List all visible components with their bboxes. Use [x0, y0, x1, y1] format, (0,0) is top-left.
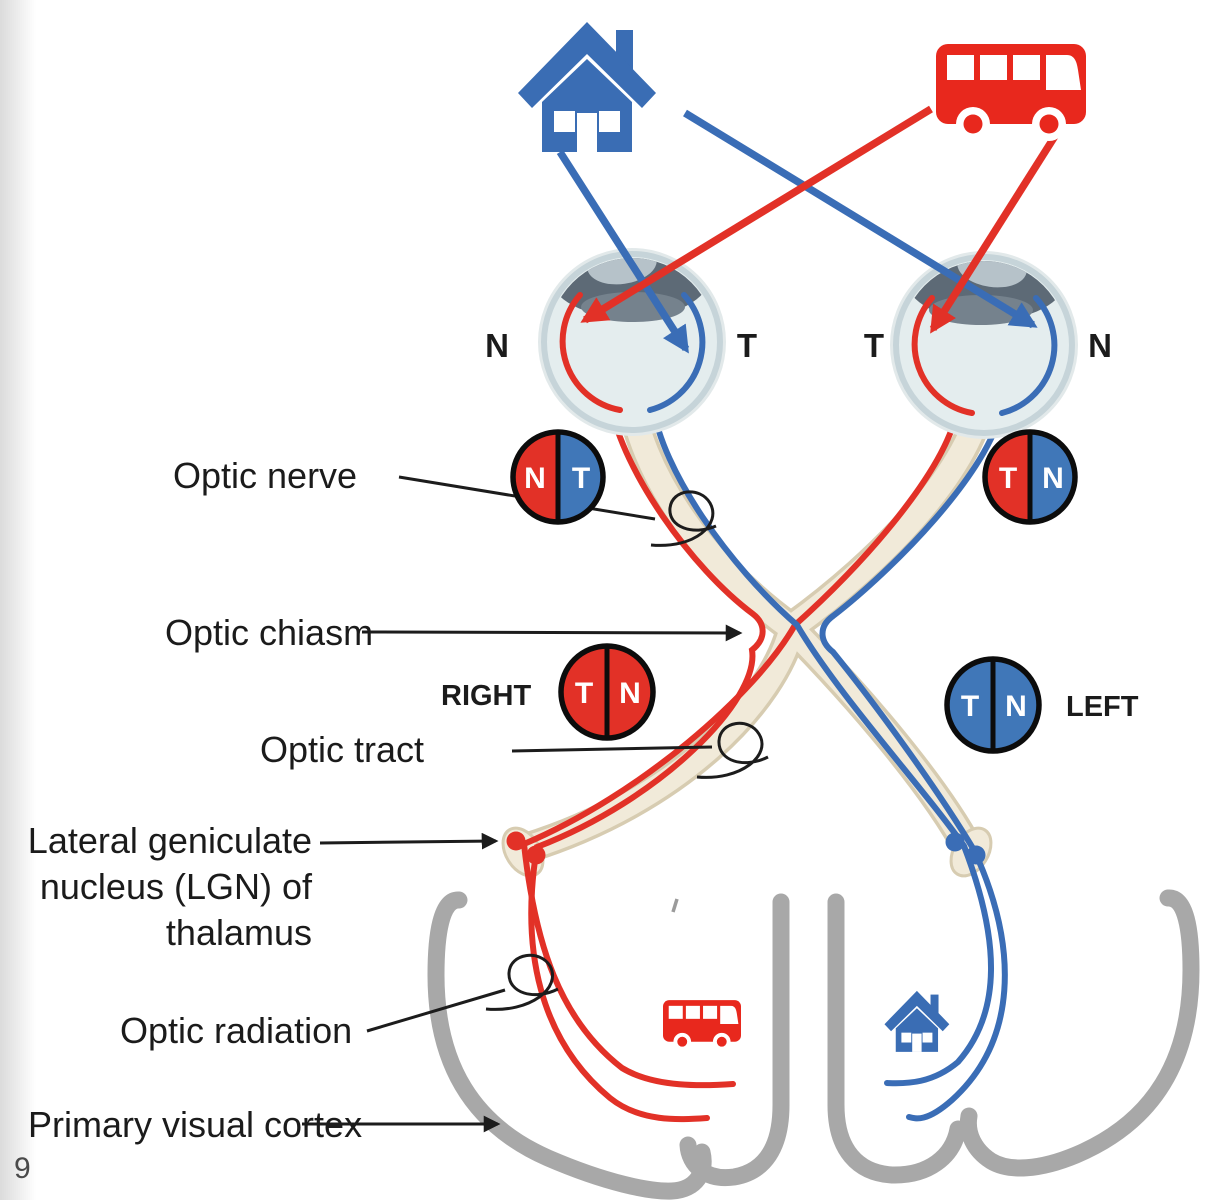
lgn-dots: [506, 831, 986, 865]
bus-to-left-eye-arrow: [580, 105, 933, 324]
optic-radiation-loop: [485, 953, 559, 1011]
label-optic-nerve: Optic nerve: [173, 455, 357, 496]
right-eye-temporal-retina: [911, 295, 975, 416]
house-to-left-eye-arrow: [556, 149, 690, 354]
right-eye-nasal-fibre: [819, 403, 1008, 1122]
right-eye-temporal-letter: T: [864, 327, 884, 364]
left-eye-temporal-retina: [647, 292, 706, 413]
bus-to-right-eye-arrow: [929, 133, 1059, 334]
house-to-right-eye-arrow: [683, 109, 1038, 329]
badge-letter: N: [619, 677, 641, 710]
badge-letter: N: [524, 462, 546, 495]
left-eye-temporal-fibre: [650, 403, 994, 1087]
badge-letter: T: [999, 462, 1017, 495]
annotations: Optic nerve Optic chiasm RIGHT LEFT Opti…: [28, 455, 1139, 1145]
right-eye-nasal-letter: N: [1088, 327, 1112, 364]
left-eye-temporal-letter: T: [737, 327, 757, 364]
right-eye-temporal-fibre: [520, 403, 961, 1089]
label-optic-chiasm: Optic chiasm: [165, 612, 373, 653]
optic-nerve-loop: [650, 490, 717, 547]
badge-letter: T: [572, 462, 590, 495]
right-eye-nasal-retina: [999, 295, 1058, 416]
lgn-arrow: [319, 832, 499, 850]
page-number: 9: [14, 1152, 31, 1185]
badge-right-optic-tract: T N: [558, 643, 656, 741]
optic-radiation-pointer-line: [366, 988, 506, 1033]
sightline-arrows: [556, 105, 1059, 354]
page-edge-shadow: [0, 0, 36, 1200]
badge-left-optic-nerve: N T: [510, 429, 606, 525]
right-eye-lens: [957, 261, 1027, 288]
left-eye-nasal-retina: [559, 292, 623, 413]
visual-fibres: [520, 403, 1008, 1123]
badge-right-optic-nerve: T N: [982, 429, 1078, 525]
badge-letter: T: [575, 677, 593, 710]
badge-left-optic-tract: T N: [944, 656, 1042, 754]
left-eye-nasal-letter: N: [485, 327, 509, 364]
brain-outline: [427, 889, 1200, 1200]
left-eye-nasal-fibre: [528, 403, 766, 1123]
label-optic-radiation: Optic radiation: [120, 1010, 352, 1051]
label-left-side: LEFT: [1066, 691, 1139, 723]
optic-tract-pointer-line: [511, 745, 713, 753]
label-lgn-line1: Lateral geniculate: [28, 820, 312, 861]
small-tick: [671, 898, 679, 913]
badge-letter: N: [1042, 462, 1064, 495]
label-lgn-line3: thalamus: [166, 912, 312, 953]
label-lgn-line2: nucleus (LGN) of: [40, 866, 313, 907]
badge-letter: N: [1005, 690, 1027, 723]
label-optic-tract: Optic tract: [260, 729, 424, 770]
right-eye: [890, 251, 1078, 439]
optic-chiasm-arrow: [361, 624, 743, 642]
badge-letter: T: [961, 690, 979, 723]
label-right-side: RIGHT: [441, 680, 532, 712]
optic-tract-loop: [696, 721, 769, 779]
